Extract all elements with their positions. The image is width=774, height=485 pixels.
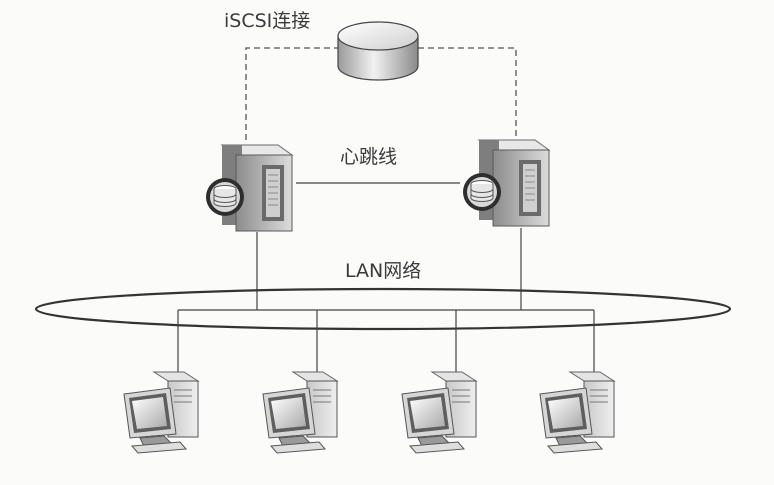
iscsi-links [245, 47, 517, 140]
client-bus [177, 309, 595, 380]
lan-network-ring [34, 287, 732, 331]
heartbeat-label: 心跳线 [340, 146, 398, 168]
server-lan-links [256, 228, 522, 310]
client-workstation-3-icon [401, 371, 477, 454]
server-right-icon [462, 139, 550, 227]
client-workstation-4-icon [539, 371, 615, 454]
client-workstation-2-icon [262, 371, 338, 454]
iscsi-connection-label: iSCSI连接 [224, 10, 311, 32]
server-left-icon [205, 144, 293, 232]
shared-storage-disk-icon [337, 21, 419, 81]
client-workstation-1-icon [123, 371, 199, 454]
lan-network-label: LAN网络 [345, 260, 422, 282]
